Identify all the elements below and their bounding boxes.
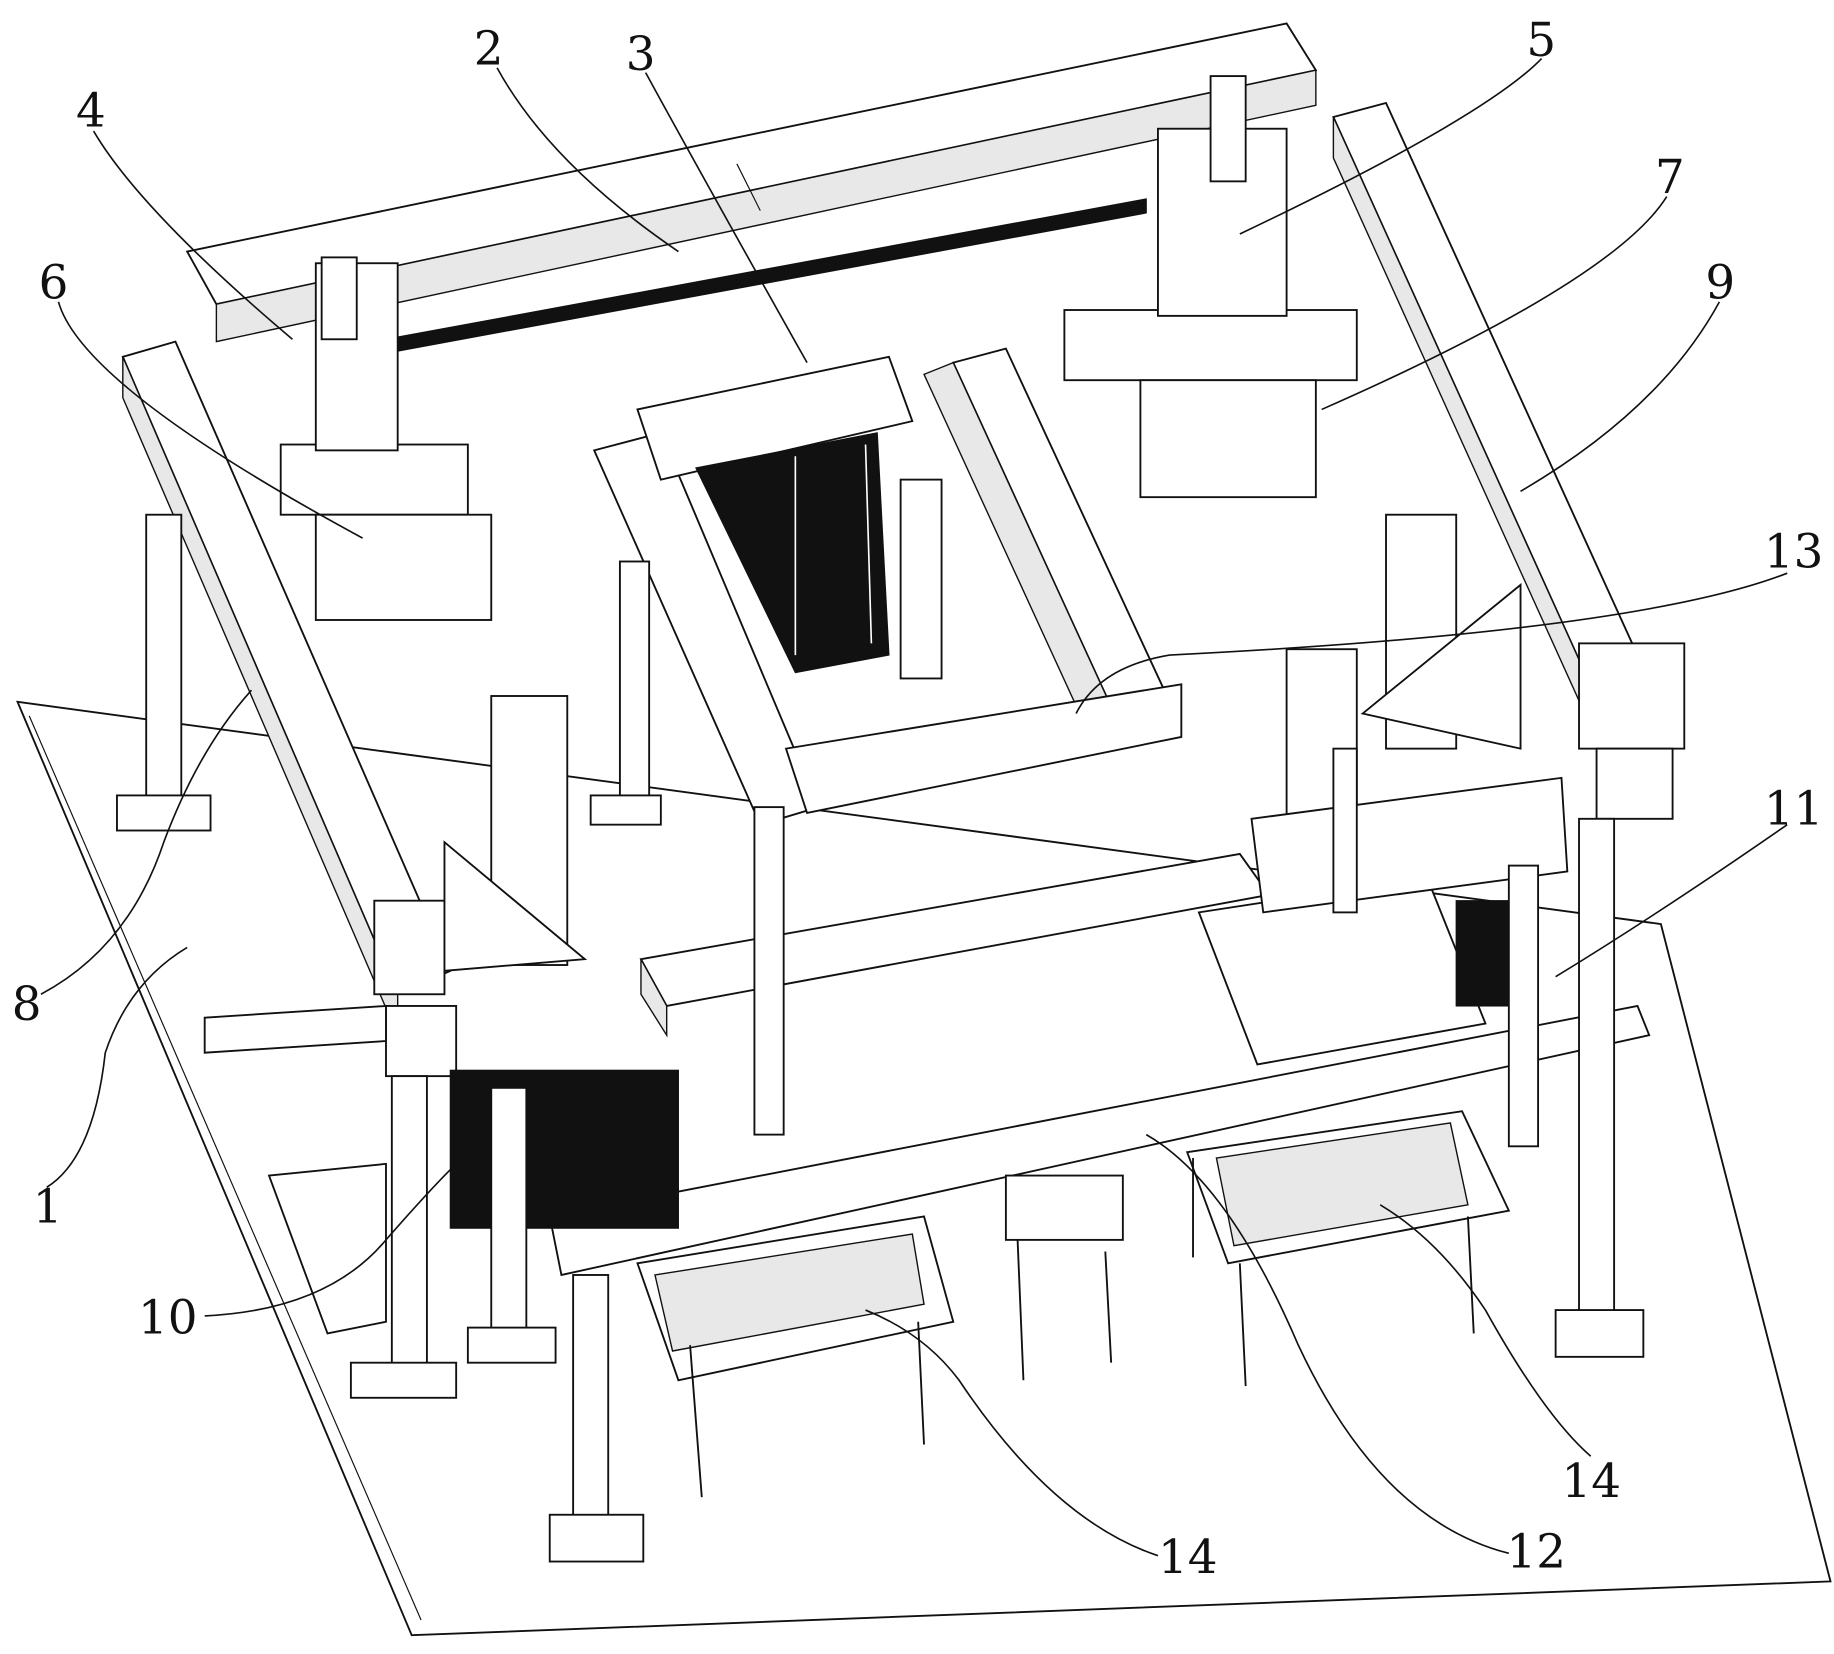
numeral-7: 7 <box>1655 151 1685 205</box>
numeral-10: 10 <box>138 1291 198 1345</box>
numeral-14-left: 14 <box>1158 1531 1218 1585</box>
numeral-6: 6 <box>39 256 69 310</box>
numeral-9: 9 <box>1705 256 1735 310</box>
middle-rail <box>924 349 1170 731</box>
numeral-12: 12 <box>1507 1525 1567 1579</box>
motor <box>1006 1176 1123 1240</box>
numeral-2: 2 <box>474 22 504 76</box>
numeral-3: 3 <box>626 28 656 82</box>
numeral-14-right: 14 <box>1561 1455 1621 1509</box>
lifter-center <box>901 480 942 679</box>
numeral-8: 8 <box>12 978 42 1032</box>
numeral-5: 5 <box>1526 14 1556 68</box>
panel-right <box>1456 901 1509 1006</box>
numeral-11: 11 <box>1764 783 1824 837</box>
numeral-1: 1 <box>33 1180 63 1234</box>
numeral-4: 4 <box>76 84 106 138</box>
numeral-13: 13 <box>1764 525 1824 579</box>
panel-left <box>450 1070 678 1228</box>
